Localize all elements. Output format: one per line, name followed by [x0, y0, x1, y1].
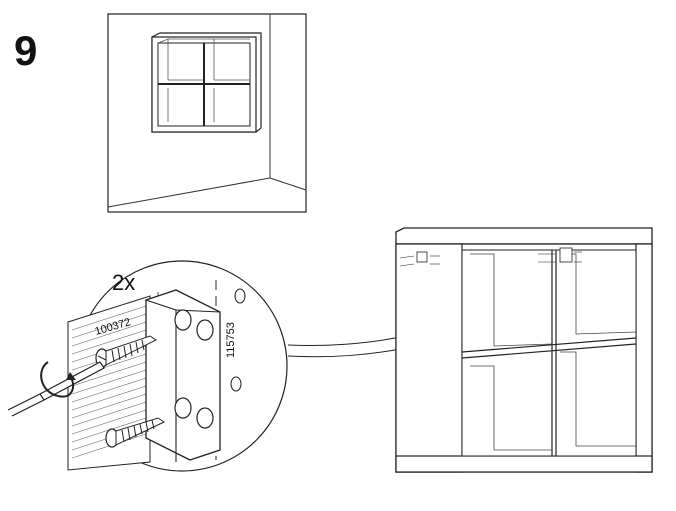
wall-hole — [230, 376, 242, 392]
shelf-unit — [395, 227, 653, 473]
screwdriver-icon — [7, 361, 105, 417]
wall-hole — [234, 288, 246, 304]
screw-lower — [105, 417, 166, 448]
quantity-label: 2x — [112, 270, 135, 295]
wall-shelf-unit — [151, 32, 262, 133]
part-number-bracket: 115753 — [225, 322, 237, 358]
wall-mount-inset — [107, 13, 307, 213]
bracket-detail-circle: 100372 115753 — [67, 260, 288, 472]
l-bracket — [145, 289, 221, 462]
step-number: 9 — [14, 27, 38, 74]
